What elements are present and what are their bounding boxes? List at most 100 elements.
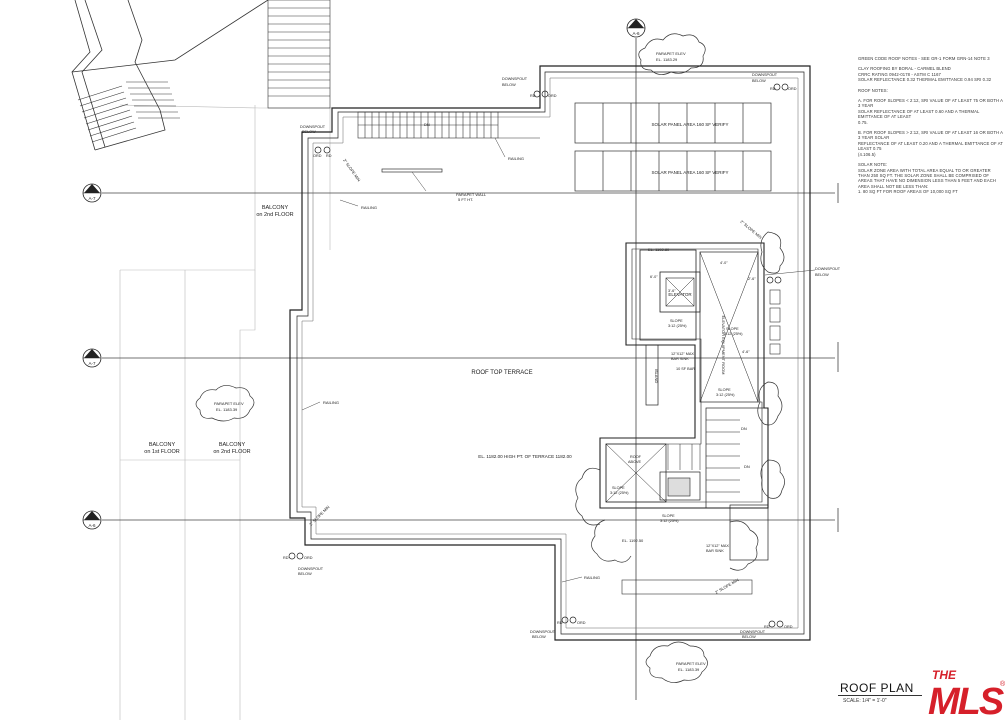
section-2-num: 2 [91,352,94,358]
roof-drains [288,83,789,628]
leader-lines [301,137,816,583]
label-island: ISLAND [654,369,659,384]
downspout-4-rd: RD [283,556,289,560]
roof-note-line: AREA SHALL NOT BE LESS THAN: [858,183,929,189]
roof-vents [769,289,781,355]
roof-note-line: (4.106.5) [858,151,876,157]
roof-note-line: SOLAR NOTE: [858,162,888,168]
downspout-4-ord: ORD [304,556,313,560]
label-parapet-left: PARAPET ELEV [214,401,244,406]
roof-note-line: A. FOR ROOF SLOPES < 2:12, SRI VALUE OF … [858,98,1003,109]
label-bar-sink-2b: BAR SINK [706,549,724,553]
section-1-num: 1 [91,514,94,520]
downspout-3-below: BELOW [302,130,316,134]
roof-note-line: 1. 80 SQ FT FOR ROOF AREAS OF 10,000 SQ … [858,189,958,195]
downspout-4-below: BELOW [298,572,312,576]
label-slope-4b: 3:12 (25%) [610,491,629,495]
roof-note-line: AREAS THAT HAVE NO DIMENSION LESS THAN 5… [858,178,997,184]
label-balcony-2nd-lower-floor: on 2nd FLOOR [213,449,250,455]
lower-bench [621,579,753,595]
downspout-3: DOWNSPOUT [300,125,326,129]
downspout-4: DOWNSPOUT [298,567,324,571]
label-parapet-bottom: PARAPET ELEV [676,661,706,666]
roof-note-line: GREEN CODE ROOF NOTES - SEE GR-1 FORM GR… [858,56,990,61]
section-lines [102,38,839,700]
downspout-2-ord: ORD [788,87,797,91]
section-3-num: 3 [91,187,94,193]
roof-note-line: 0.75. [858,119,868,125]
downspout-6-ord: ORD [784,625,793,629]
section-3-sheet: A-7 [88,196,96,201]
label-parapet-wall: PARAPET WALL [456,192,487,197]
section-marker-2: 2 A-7 [82,348,102,368]
downspout-1-below: BELOW [502,83,516,87]
label-railing-4: RAILING [584,575,600,580]
label-terrace-el: EL. 1182.00 HIGH PT. OF TERRACE 1182.00 [478,454,572,459]
label-slope-1: SLOPE [670,319,683,323]
section-2-sheet: A-7 [88,361,96,366]
label-elevator: ELEVATOR [668,292,692,297]
label-slope-4: SLOPE [612,486,625,490]
label-dim-e: 4'-6" [742,350,750,354]
plan-labels: ROOF TOP TERRACE EL. 1182.00 HIGH PT. OF… [144,51,763,672]
exterior-stair-1 [77,85,137,143]
downspout-2-below: BELOW [752,79,766,83]
label-slope-min-2: 2" SLOPE MIN [308,504,330,526]
label-parapet-left-el: EL. 1183.39 [216,407,238,412]
label-roof-above-b: ABOVE [628,460,642,464]
tree-clouds [195,33,785,683]
label-bar-sink-2: 12"X12" MAX [706,544,729,548]
label-slope-5b: 3:12 (25%) [660,519,679,523]
label-solar-1: SOLAR PANEL AREA 160 SF VERIFY [651,122,728,127]
label-slope-min-3: 2" SLOPE MIN [739,219,763,240]
title-underline [838,695,922,696]
label-balcony-2nd-lower: BALCONY [219,442,246,448]
label-dn-2: DN [741,426,747,431]
roof-note-line: CLAY ROOFING BY BORAL - CARMEL BLEND [858,66,951,72]
label-parapet-wall-ht: 5 FT HT. [458,197,473,202]
roof-boundary [289,65,811,641]
exterior-stair-2 [126,81,180,119]
label-balcony-2nd-upper-floor: on 2nd FLOOR [256,212,293,218]
label-parapet-top: PARAPET ELEV [656,51,686,56]
label-parapet-bottom-el: EL. 1183.39 [678,667,700,672]
downspout-7-below: BELOW [815,273,829,277]
downspout-2-rd: RD [770,87,776,91]
downspout-5-below: BELOW [532,635,546,639]
downspout-5: DOWNSPOUT [530,630,556,634]
label-railing-2: RAILING [361,205,377,210]
label-el-bottom: EL. 1192.50 [622,538,644,543]
label-sf-bar: 10 SF BAR [676,367,695,371]
downspout-5-rd: RD [557,621,563,625]
section-4-sheet: A-6 [632,31,640,36]
logo-registered-mark: ® [1000,680,1006,688]
section-marker-1: 1 A-6 [82,510,102,530]
downspout-6-rd: RD [764,625,770,629]
roof-note-line: REFLECTANCE OF AT LEAST 0.20 AND A THERM… [858,140,1003,152]
roof-note-line: THAN 250 SQ FT. THE SOLAR ZONE SHALL BE … [858,172,990,178]
section-4-num: 4 [635,22,638,28]
downspout-6: DOWNSPOUT [740,630,766,634]
downspout-2: DOWNSPOUT [752,73,778,77]
label-balcony-1st-floor: on 1st FLOOR [144,449,179,455]
label-parapet-top-el: EL. 1183.29 [656,57,678,62]
logo-the-text: THE [932,668,957,682]
label-slope-min-1: 2" SLOPE MIN [342,158,361,183]
label-balcony-2nd-upper: BALCONY [262,205,289,211]
roof-note-line: B. FOR ROOF SLOPES > 2:12, SRI VALUE OF … [858,130,1003,141]
label-slope-1b: 3:12 (25%) [668,324,687,328]
label-dn-3: DN [744,464,750,469]
downspout-3-rd: ORD [313,154,322,158]
label-dim-c: 2'-6" [748,277,756,281]
terrace-stair [357,111,540,139]
interior-stair-top [267,0,331,109]
background-lines [119,104,540,720]
roof-notes: GREEN CODE ROOF NOTES - SEE GR-1 FORM GR… [858,56,1004,195]
roof-note-line: ROOF NOTES: [858,87,888,93]
label-slope-3b: 3:12 (25%) [716,393,735,397]
label-roof-above: ROOF [630,455,642,459]
drawing-scale: SCALE: 1/4" = 1'-0" [843,698,887,704]
downspout-3-ord: RD [326,154,332,158]
label-roof-top-terrace: ROOF TOP TERRACE [471,370,532,376]
solar-panel-array-2 [574,150,772,192]
